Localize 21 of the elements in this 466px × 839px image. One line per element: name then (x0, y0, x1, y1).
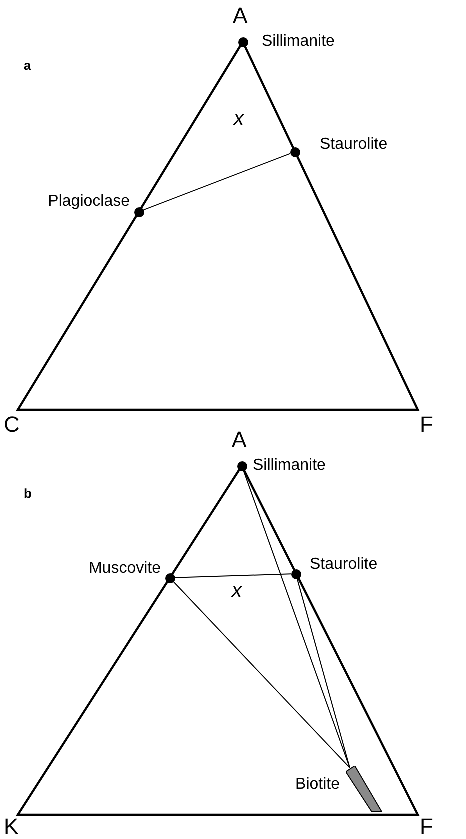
panel-label: b (24, 486, 32, 501)
corner-label: F (420, 815, 434, 839)
panel-label: a (24, 58, 32, 73)
composition-mark: x (232, 580, 242, 602)
corner-label: K (4, 815, 19, 839)
mineral-label: Staurolite (320, 136, 388, 154)
mineral-label: Sillimanite (253, 457, 326, 475)
tie-line (143, 153, 291, 211)
tie-line (172, 581, 350, 768)
corner-label: A (232, 428, 247, 452)
tie-line (174, 574, 292, 578)
corner-label: F (420, 413, 434, 437)
mineral-label: Muscovite (88, 560, 161, 578)
mineral-label: Biotite (296, 776, 340, 794)
mineral-label: Staurolite (310, 556, 378, 574)
composition-mark: x (234, 108, 244, 130)
corner-label: C (4, 413, 20, 437)
mineral-label: Sillimanite (262, 33, 335, 51)
mineral-label: Plagioclase (48, 193, 130, 211)
tie-line (296, 578, 350, 768)
corner-label: A (233, 4, 248, 28)
